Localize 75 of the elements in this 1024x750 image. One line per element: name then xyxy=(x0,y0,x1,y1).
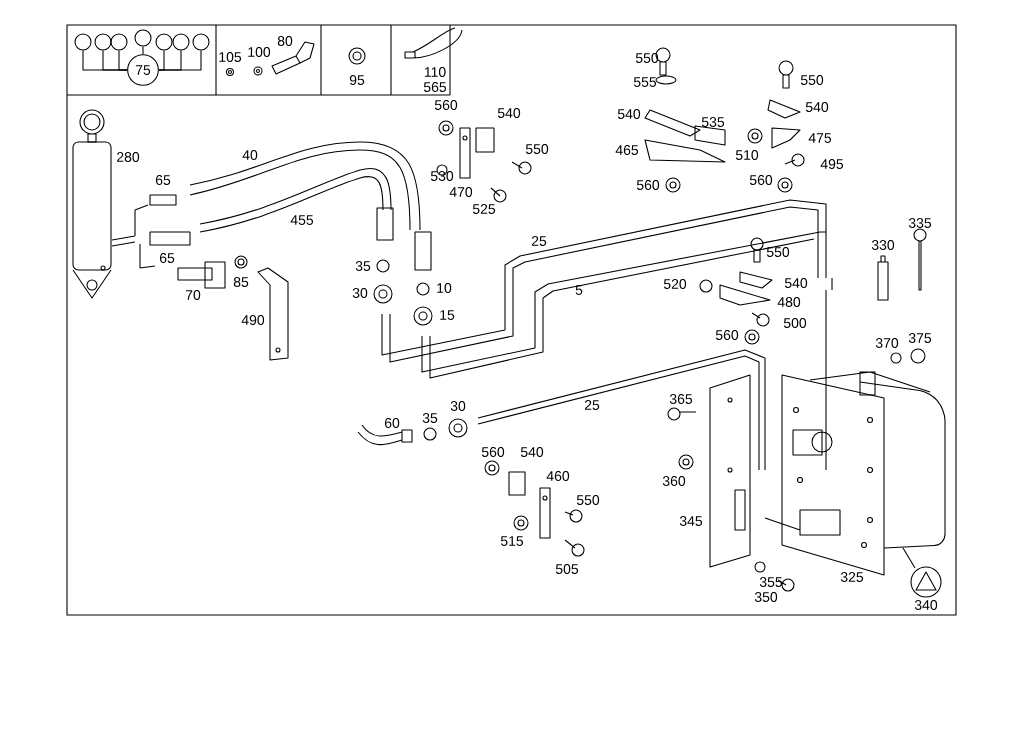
callout-number: 510 xyxy=(735,150,759,160)
nut-circle xyxy=(192,33,210,51)
callout-number: 460 xyxy=(546,471,570,481)
callout-number: 330 xyxy=(871,240,895,250)
callout-number: 470 xyxy=(449,187,473,197)
callout-number: 555 xyxy=(633,77,657,87)
callout-number: 100 xyxy=(248,47,271,57)
callout-number: 30 xyxy=(450,401,466,411)
callout-number: 550 xyxy=(525,144,549,154)
callout-number: 560 xyxy=(481,447,505,457)
nut-circle xyxy=(172,33,190,51)
leader-line xyxy=(142,46,144,55)
callout-number: 560 xyxy=(715,330,739,340)
callout-number: 455 xyxy=(290,215,314,225)
nut-circle xyxy=(94,33,112,51)
callout-number: 560 xyxy=(434,100,458,110)
nut-circle xyxy=(110,33,128,51)
callout-number: 375 xyxy=(908,333,932,343)
callout-number: 560 xyxy=(636,180,660,190)
callout-number: 540 xyxy=(784,278,808,288)
callout-number: 515 xyxy=(500,536,524,546)
callout-number: 525 xyxy=(472,204,496,214)
callout-number: 35 xyxy=(422,413,438,423)
callout-number: 35 xyxy=(355,261,371,271)
callout-number: 500 xyxy=(783,318,807,328)
nut-circle xyxy=(155,33,173,51)
nut-circle xyxy=(134,29,152,47)
callout-number: 560 xyxy=(749,175,773,185)
callout-number: 465 xyxy=(615,145,639,155)
callout-number: 350 xyxy=(754,592,778,602)
callout-number: 550 xyxy=(635,53,659,63)
callout-number: 480 xyxy=(777,297,801,307)
callout-number: 505 xyxy=(555,564,579,574)
callout-number: 15 xyxy=(440,310,455,320)
callout-number: 550 xyxy=(800,75,824,85)
callout-number: 495 xyxy=(820,159,844,169)
callout-number: 65 xyxy=(159,253,175,263)
callout-number: 30 xyxy=(352,288,368,298)
callout-number: 365 xyxy=(669,394,693,404)
callout-number: 540 xyxy=(617,109,641,119)
callout-number: 520 xyxy=(663,279,687,289)
callout-number: 70 xyxy=(185,290,201,300)
callout-number: 565 xyxy=(423,82,447,92)
leader-line xyxy=(118,50,128,71)
callout-number: 65 xyxy=(155,175,171,185)
callout-number: 360 xyxy=(662,476,686,486)
leader-line xyxy=(158,50,202,71)
callout-number: 25 xyxy=(531,236,547,246)
callout-number: 40 xyxy=(242,150,258,160)
callout-number: 60 xyxy=(384,418,400,428)
callout-number: 540 xyxy=(520,447,544,457)
callout-number: 475 xyxy=(808,133,832,143)
callout-number: 110 xyxy=(424,67,446,77)
callout-number: 80 xyxy=(277,36,293,46)
callout-number: 25 xyxy=(584,400,600,410)
callout-number: 355 xyxy=(759,577,783,587)
callout-number: 340 xyxy=(914,600,938,610)
callout-number: 530 xyxy=(430,171,454,181)
callout-number: 10 xyxy=(437,283,452,293)
callout-number: 490 xyxy=(241,315,265,325)
nut-circle xyxy=(74,33,92,51)
callout-number: 540 xyxy=(497,108,521,118)
callout-number: 280 xyxy=(117,152,140,162)
callout-number: 550 xyxy=(576,495,600,505)
callout-number: 325 xyxy=(840,572,864,582)
callout-number: 535 xyxy=(701,117,725,127)
callout-number: 540 xyxy=(805,102,829,112)
callout-number: 85 xyxy=(233,277,249,287)
callout-number: 370 xyxy=(875,338,899,348)
callout-number: 5 xyxy=(575,285,583,295)
callout-number: 105 xyxy=(219,52,242,62)
callout-number: 335 xyxy=(908,218,932,228)
callout-number: 95 xyxy=(349,75,365,85)
callout-number: 550 xyxy=(766,247,790,257)
callout-number: 345 xyxy=(679,516,703,526)
